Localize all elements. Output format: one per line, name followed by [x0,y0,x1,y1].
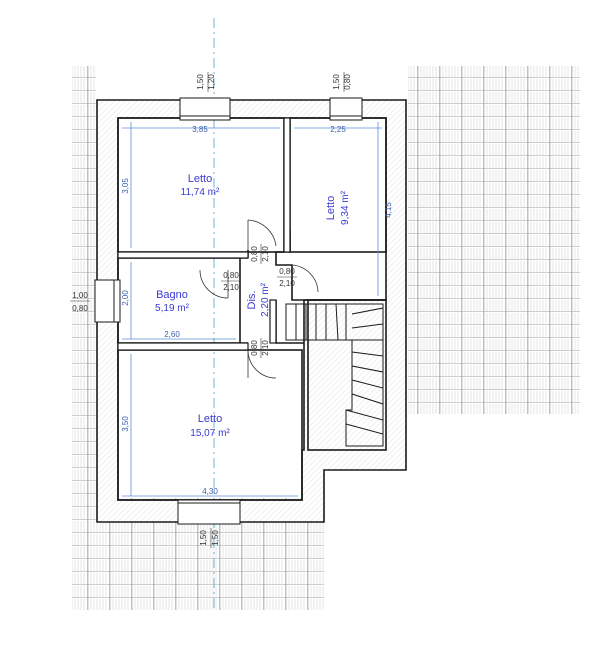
room-letto-bottom [117,349,303,501]
room-area-dis: 2,20 m² [260,282,271,317]
wall-below-bagno [117,342,249,351]
window-top-2 [329,97,363,121]
room-area-bagno: 5,19 m² [155,303,190,314]
dim-top-right-width: 2,25 [330,125,346,134]
win-top1-w: 1,20 [207,74,216,90]
dim-top-left-width: 3,85 [192,125,208,134]
door-bagno-h: 2,10 [223,283,239,292]
doors [199,219,319,379]
wall-between-top-rooms [283,117,291,253]
dim-right-top-height: 4,15 [384,202,393,218]
stairs [285,303,384,447]
win-left-w: 1,00 [72,291,88,300]
roof-left-top [72,66,96,362]
door-letto1-swing [247,219,277,247]
roof-left-bottom [72,362,96,498]
wall-doubles [117,117,291,351]
door-letto1-h: 2,10 [261,246,270,262]
dim-left-top-height: 3,05 [121,178,130,194]
dimension-labels: 3,85 2,25 3,05 4,15 2,00 2,60 3,50 4,30 [121,125,393,496]
window-top-1 [179,97,231,121]
wall-above-bagno [117,251,249,259]
win-top2-w: 0,80 [343,74,352,90]
room-name-letto-1: Letto [188,173,212,185]
door-letto2-swing [291,264,319,293]
door-letto3-w: 0,80 [250,340,259,356]
room-name-bagno: Bagno [156,289,188,301]
wall-dis-right [269,299,277,344]
dim-bagno-height: 2,00 [121,290,130,306]
opening-labels: 1,20 1,50 0,80 1,50 1,00 0,80 1,50 1,50 … [70,72,352,548]
win-top2-h: 1,50 [332,74,341,90]
door-letto2-h: 2,10 [279,279,295,288]
dim-bottom-height: 3,50 [121,416,130,432]
roof-right [408,66,580,414]
win-bottom-h: 1,50 [199,530,208,546]
room-area-letto-1: 11,74 m² [181,187,220,198]
room-name-dis: Dis. [246,291,258,310]
door-letto3-h: 2,10 [261,340,270,356]
room-area-letto-3: 15,07 m² [190,428,230,439]
window-bottom [177,499,241,525]
outer-walls [96,99,407,523]
door-letto2-w: 0,80 [279,267,295,276]
door-bagno-w: 0,80 [223,271,239,280]
stair-well [307,299,387,451]
room-labels: Letto 11,74 m² Letto 9,34 m² Bagno 5,19 … [155,173,351,439]
room-name-letto-2: Letto [325,196,337,220]
dimension-lines [122,122,382,497]
dim-bagno-width: 2,60 [164,330,180,339]
dim-bottom-width: 4,30 [202,487,218,496]
door-letto1-w: 0,80 [250,246,259,262]
window-left [94,279,121,323]
stair-treads [295,303,384,435]
win-left-h: 0,80 [72,304,88,313]
room-name-letto-3: Letto [198,413,222,425]
outer-wall-shape [96,99,407,523]
windows [94,97,363,525]
room-letto-top-right [289,117,387,253]
win-bottom-w: 1,50 [211,530,220,546]
win-top1-h: 1,50 [196,74,205,90]
door-bagno-swing [199,269,229,299]
room-letto-top-left [117,117,285,253]
room-area-letto-2: 9,34 m² [340,190,351,225]
